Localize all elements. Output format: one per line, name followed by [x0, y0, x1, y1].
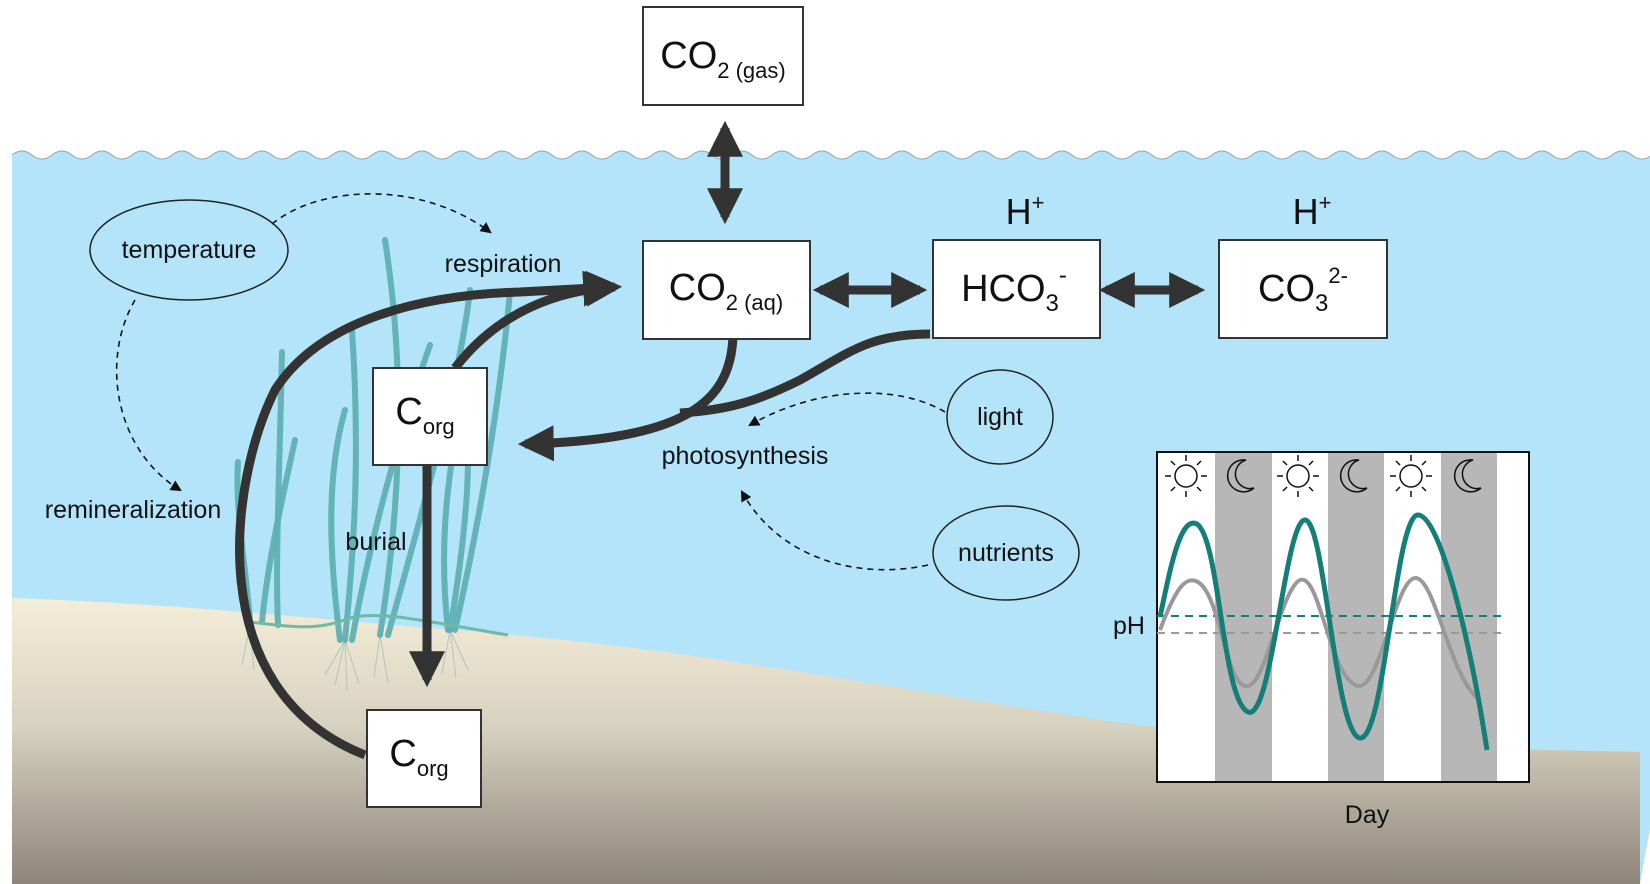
nutrients-factor: nutrients	[932, 505, 1080, 601]
proton-label-2: H+	[1293, 190, 1332, 232]
light-label: light	[977, 403, 1023, 431]
hco3-box: HCO3-	[932, 239, 1101, 339]
proton-2-main: H	[1293, 191, 1319, 232]
moon-icon	[1453, 459, 1482, 493]
respiration-label: respiration	[445, 250, 562, 278]
ph-curve-weak	[1158, 576, 1482, 702]
photosynthesis-label: photosynthesis	[662, 442, 829, 470]
inset-ylabel: pH	[1113, 612, 1145, 640]
temperature-remineralization-dash	[115, 299, 182, 492]
co3-sub: 3	[1315, 290, 1328, 317]
water-surface-line	[11, 150, 1650, 160]
proton-2-sup: +	[1319, 190, 1332, 215]
corg-lower-main: C	[389, 733, 416, 775]
co3-box: CO32-	[1218, 239, 1388, 339]
co2-gas-main: CO	[660, 35, 717, 77]
sun-icon	[1390, 455, 1432, 497]
light-factor: light	[946, 369, 1054, 465]
remineralization-label: remineralization	[45, 496, 221, 524]
temperature-factor: temperature	[89, 199, 289, 301]
nutrients-photosynthesis-dash	[740, 490, 929, 571]
proton-label-1: H+	[1006, 190, 1045, 232]
moon-icon	[1339, 459, 1368, 493]
co2-aq-main: CO	[669, 267, 726, 309]
temperature-label: temperature	[122, 236, 257, 264]
temperature-respiration-dash	[271, 193, 492, 234]
corg-lower-box: Corg	[366, 709, 482, 808]
co3-main: CO	[1258, 268, 1315, 310]
co2-aq-box: CO2 (aq)	[642, 240, 811, 340]
light-photosynthesis-dash	[748, 392, 946, 427]
proton-1-main: H	[1006, 191, 1032, 232]
hco3-sub: 3	[1046, 290, 1059, 317]
sun-icon	[1165, 455, 1207, 497]
corg-lower-sub: org	[417, 756, 449, 781]
svg-text:CO2 (aq): CO2 (aq)	[669, 267, 783, 315]
inset-xlabel: Day	[1345, 801, 1390, 829]
remineralization-arrow	[235, 270, 620, 760]
co2-gas-box: CO2 (gas)	[642, 6, 804, 106]
svg-text:Corg: Corg	[389, 733, 448, 781]
svg-text:Corg: Corg	[395, 391, 454, 439]
svg-text:CO32-: CO32-	[1258, 263, 1348, 317]
corg-upper-box: Corg	[372, 367, 488, 466]
sun-icon	[1277, 455, 1319, 497]
ph-curve-strong	[1157, 512, 1490, 751]
burial-label: burial	[345, 528, 406, 556]
proton-1-sup: +	[1032, 190, 1045, 215]
svg-text:HCO3-: HCO3-	[961, 262, 1067, 317]
moon-icon	[1226, 459, 1255, 493]
svg-text:CO2 (gas): CO2 (gas)	[660, 35, 785, 83]
bicarbonate-uptake-arrow	[679, 329, 931, 418]
co2-aq-sub: 2 (aq)	[726, 290, 783, 315]
co2-gas-sub: 2 (gas)	[717, 58, 785, 83]
corg-upper-sub: org	[423, 414, 455, 439]
hco3-main: HCO	[961, 268, 1045, 310]
co3-sup: 2-	[1328, 263, 1348, 288]
hco3-sup: -	[1059, 262, 1067, 289]
nutrients-label: nutrients	[958, 539, 1054, 567]
corg-upper-main: C	[395, 391, 422, 433]
ph-diel-inset: pH Day	[1113, 451, 1530, 829]
